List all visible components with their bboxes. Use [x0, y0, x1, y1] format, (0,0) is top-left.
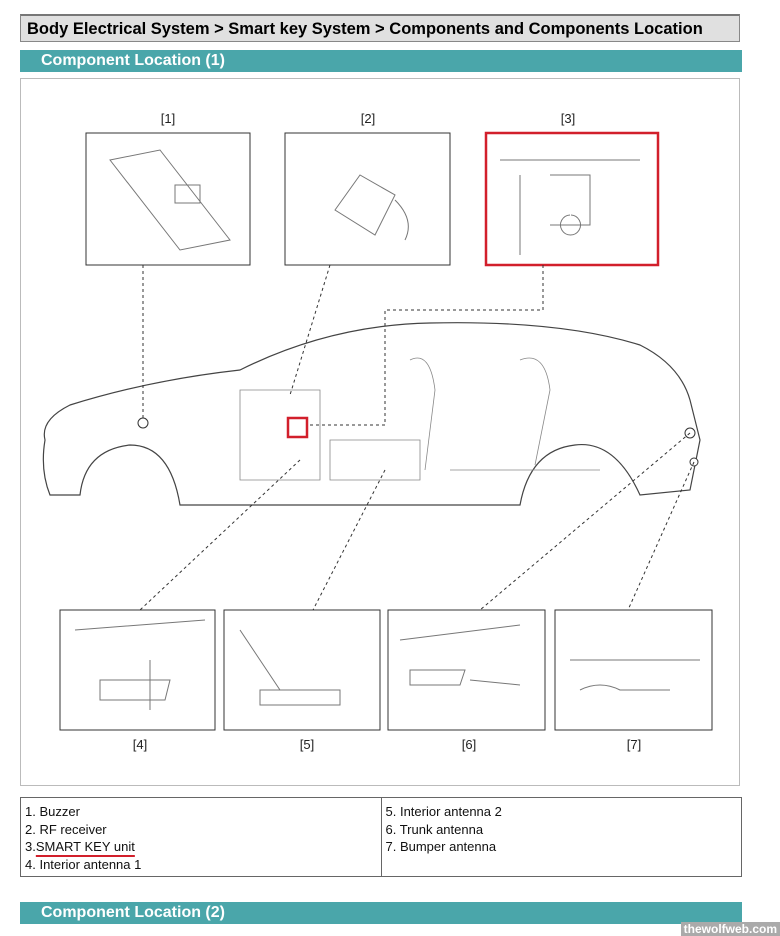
leader-3	[307, 265, 544, 426]
leader-4	[139, 459, 301, 611]
component-location-diagram	[20, 78, 740, 786]
section-header-component-location-2: Component Location (2)	[20, 902, 742, 924]
detail-box-5	[223, 609, 381, 731]
detail-box-7	[554, 609, 713, 731]
detail-box-4	[59, 609, 216, 731]
legend-item: 6. Trunk antenna	[385, 821, 484, 837]
detail-box-1	[85, 132, 251, 266]
component-legend-table: 1. Buzzer 2. RF receiver 3.SMART KEY uni…	[20, 797, 742, 877]
legend-item: 3.SMART KEY unit	[25, 839, 135, 854]
legend-item: 4. Interior antenna 1	[25, 856, 142, 872]
legend-column-left: 1. Buzzer 2. RF receiver 3.SMART KEY uni…	[21, 798, 381, 876]
callout-7: [7]	[627, 737, 641, 752]
leader-5	[312, 469, 386, 611]
callout-2: [2]	[361, 111, 375, 126]
leader-7	[627, 461, 695, 611]
legend-column-right: 5. Interior antenna 2 6. Trunk antenna 7…	[380, 798, 742, 876]
car-outline	[42, 322, 701, 506]
leader-6	[479, 432, 691, 611]
smart-key-unit-highlight: SMART KEY unit	[35, 839, 135, 854]
callout-6: [6]	[462, 737, 476, 752]
callout-5: [5]	[300, 737, 314, 752]
diagram-drawing: [1] [2] [3] [4] [5] [6] [7]	[42, 111, 713, 752]
smart-key-unit-marker	[286, 416, 309, 439]
detail-box-3	[484, 131, 660, 267]
callout-1: [1]	[161, 111, 175, 126]
legend-item: 7. Bumper antenna	[385, 839, 497, 854]
leader-2	[289, 264, 331, 396]
detail-box-2	[284, 132, 451, 266]
breadcrumb: Body Electrical System > Smart key Syste…	[20, 14, 740, 42]
legend-item: 1. Buzzer	[25, 804, 80, 819]
legend-item: 5. Interior antenna 2	[385, 804, 502, 819]
callout-4: [4]	[133, 737, 147, 752]
section-header-component-location-1: Component Location (1)	[20, 50, 742, 72]
watermark: thewolfweb.com	[680, 922, 780, 936]
legend-item: 2. RF receiver	[25, 821, 107, 837]
callout-3: [3]	[561, 111, 575, 126]
